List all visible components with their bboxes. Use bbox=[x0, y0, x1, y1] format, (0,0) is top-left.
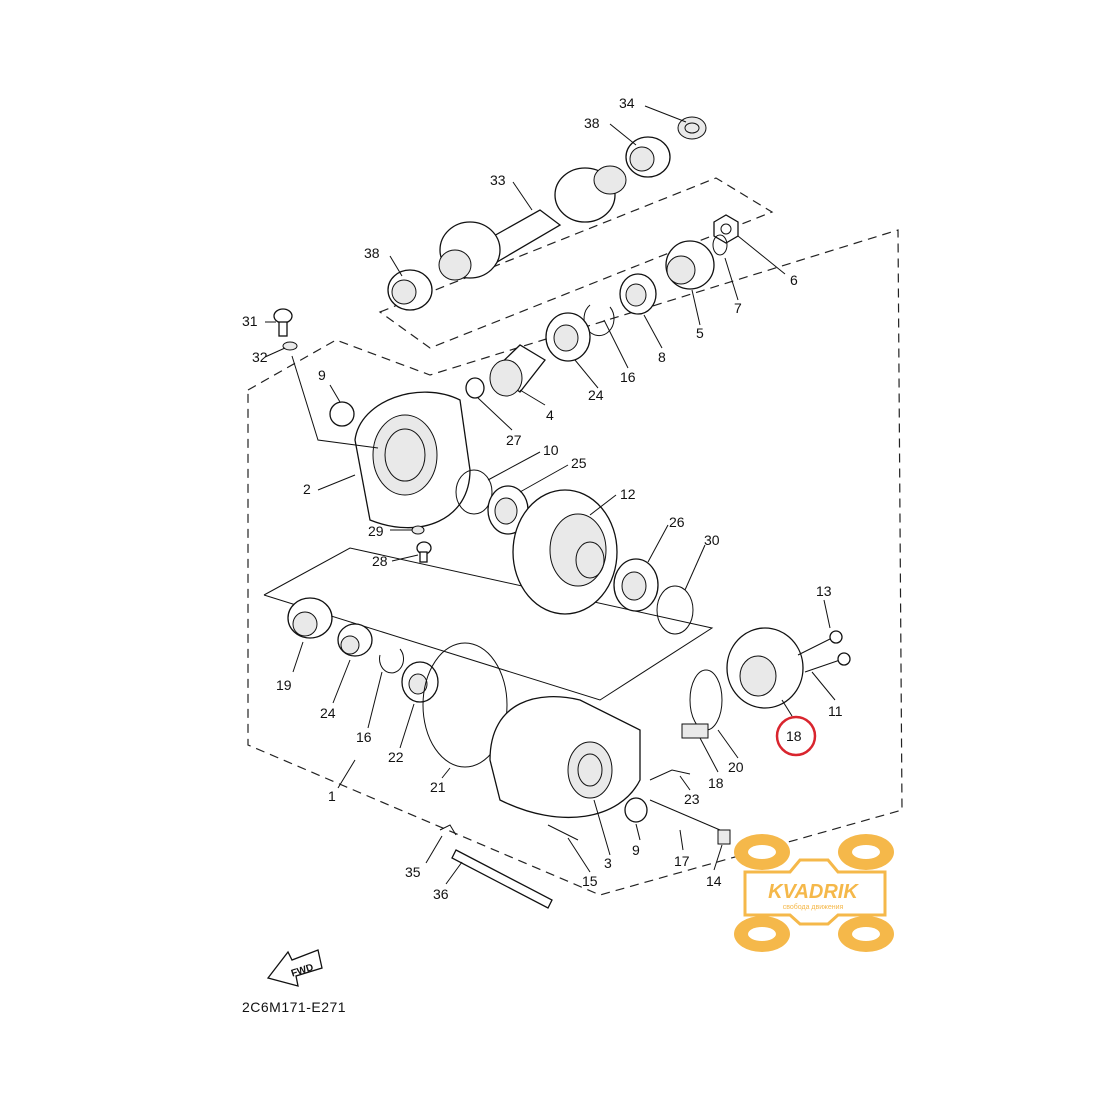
callout-30: 24 bbox=[320, 705, 336, 721]
part-23-o-ring bbox=[422, 642, 508, 768]
part-21-pin bbox=[649, 769, 691, 781]
callout-38: 38 bbox=[364, 245, 380, 261]
tire-icon-top-right bbox=[838, 834, 894, 870]
kvadrik-logo: KVADRIK свобода движения bbox=[734, 834, 894, 952]
tire-icon-top-left bbox=[734, 834, 790, 870]
callout-23: 21 bbox=[430, 779, 446, 795]
callout-8: 8 bbox=[658, 349, 666, 365]
part-11-bolt bbox=[804, 652, 851, 673]
part-35-clip bbox=[439, 824, 457, 836]
tire-icon-bottom-right bbox=[838, 916, 894, 952]
logo-tagline: свобода движения bbox=[783, 903, 844, 911]
callout-31: 30 bbox=[704, 532, 720, 548]
callout-12: 12 bbox=[620, 486, 636, 502]
callout-26: 22 bbox=[388, 749, 404, 765]
part-14-part bbox=[717, 829, 731, 845]
callout-10: 10 bbox=[543, 442, 559, 458]
callout-13: 13 bbox=[816, 583, 832, 599]
diagram-code: 2C6M171-E271 bbox=[242, 999, 346, 1015]
callout-1: 1 bbox=[328, 788, 336, 804]
part-27-bearing bbox=[465, 377, 485, 399]
tire-icon-bottom-left bbox=[734, 916, 790, 952]
callout-11: 11 bbox=[828, 703, 843, 719]
part-24-bearing-middle bbox=[487, 485, 529, 535]
part-32-bolt bbox=[273, 308, 293, 337]
leader-lines bbox=[264, 105, 836, 885]
part-25-bearing bbox=[613, 558, 659, 612]
callout-32: 31 bbox=[242, 313, 258, 329]
part-16-circlip-upper bbox=[583, 304, 615, 337]
callout-9: 9 bbox=[318, 367, 326, 383]
callout-28: 28 bbox=[372, 553, 388, 569]
part-2-gear-case-cover bbox=[354, 391, 471, 529]
callout-27: 27 bbox=[506, 432, 522, 448]
callout-29: 29 bbox=[368, 523, 384, 539]
part-17-rod bbox=[649, 799, 721, 831]
part-10-shim bbox=[455, 469, 493, 515]
part-28-bolt bbox=[416, 541, 432, 563]
callout-19: 19 bbox=[276, 677, 292, 693]
callout-36: 33 bbox=[490, 172, 506, 188]
part-37-gear bbox=[677, 116, 707, 140]
callout-24: 25 bbox=[571, 455, 587, 471]
callout-15: 15 bbox=[582, 873, 598, 889]
part-15-bolt bbox=[547, 824, 579, 841]
part-30-needle-bearing bbox=[337, 623, 373, 657]
part-22-o-ring bbox=[689, 669, 723, 731]
part-16-circlip-lower bbox=[379, 648, 404, 674]
callout-17: 17 bbox=[674, 853, 690, 869]
part-12-ring-gear bbox=[512, 489, 618, 615]
callout-labels: 34 38 33 38 6 7 5 8 16 24 4 27 9 31 32 2… bbox=[242, 95, 843, 902]
callout-20: 18 bbox=[708, 775, 724, 791]
callout-33: 32 bbox=[252, 349, 268, 365]
callout-21: 23 bbox=[684, 791, 700, 807]
callout-24: 24 bbox=[588, 387, 604, 403]
callout-4: 4 bbox=[546, 407, 554, 423]
part-9-oil-seal-upper bbox=[329, 401, 355, 427]
callout-37: 34 bbox=[619, 95, 635, 111]
callout-9: 9 bbox=[632, 842, 640, 858]
part-4-pinion-gear bbox=[489, 344, 546, 397]
part-29-washer bbox=[411, 525, 425, 535]
callout-2: 2 bbox=[303, 481, 311, 497]
callout-38: 38 bbox=[584, 115, 600, 131]
part-38-bearing-lower bbox=[387, 269, 433, 311]
callout-16: 16 bbox=[620, 369, 636, 385]
logo-name: KVADRIK bbox=[768, 881, 859, 903]
part-9-oil-seal-lower bbox=[624, 797, 648, 823]
parts bbox=[273, 116, 851, 909]
outline-boxes bbox=[247, 177, 903, 896]
part-5-coupling bbox=[665, 240, 715, 290]
fwd-arrow: FWD bbox=[266, 949, 323, 987]
callout-5: 5 bbox=[696, 325, 704, 341]
callout-18: 18 bbox=[786, 728, 802, 744]
callout-25: 26 bbox=[669, 514, 685, 530]
callout-35: 35 bbox=[405, 864, 421, 880]
part-18-cover bbox=[726, 627, 804, 709]
callout-7: 7 bbox=[734, 300, 742, 316]
part-33-washer bbox=[282, 341, 298, 351]
callout-6: 6 bbox=[790, 272, 798, 288]
part-38-bearing-upper bbox=[625, 136, 671, 178]
part-13-bolt bbox=[797, 630, 843, 656]
part-1-gear-case bbox=[489, 695, 641, 818]
part-7-o-ring bbox=[712, 234, 728, 256]
part-36-drive-shaft bbox=[438, 165, 627, 281]
part-26-oil-seal bbox=[401, 661, 439, 703]
callout-3: 3 bbox=[604, 855, 612, 871]
part-20-part bbox=[681, 723, 709, 739]
part-24-bearing-upper bbox=[545, 312, 591, 362]
callout-16: 16 bbox=[356, 729, 372, 745]
callout-34: 36 bbox=[433, 886, 449, 902]
callout-14: 14 bbox=[706, 873, 722, 889]
part-8-bearing bbox=[619, 273, 657, 315]
part-31-shim bbox=[656, 585, 694, 635]
part-19-bearing bbox=[287, 597, 333, 639]
callout-22: 20 bbox=[728, 759, 744, 775]
part-34-shaft bbox=[451, 849, 553, 909]
highlighted-callout-18: 18 bbox=[775, 699, 817, 757]
